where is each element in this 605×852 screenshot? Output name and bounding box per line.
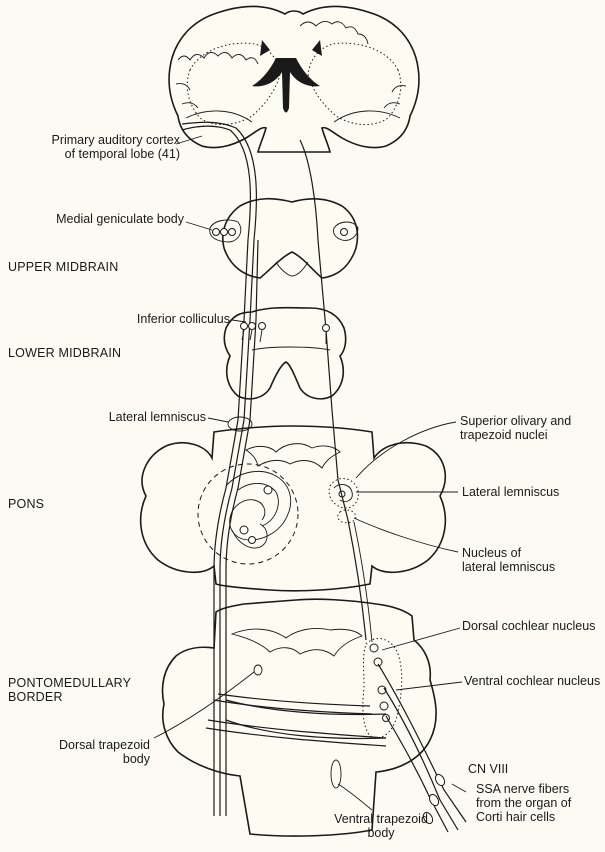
brain-coronal-section xyxy=(168,5,420,153)
label-nucleus-lateral-lemniscus: Nucleus of lateral lemniscus xyxy=(462,546,556,574)
pontomedullary-section xyxy=(161,598,437,837)
label-lateral-lemniscus-left: Lateral lemniscus xyxy=(108,410,206,424)
neuron-cell-bodies xyxy=(209,219,446,825)
label-dorsal-cochlear-nucleus: Dorsal cochlear nucleus xyxy=(462,619,596,633)
label-inferior-colliculus: Inferior colliculus xyxy=(136,312,230,326)
label-medial-geniculate-body: Medial geniculate body xyxy=(56,212,184,226)
label-ventral-trapezoid-body: Ventral trapezoid body xyxy=(334,812,428,840)
label-pons: PONS xyxy=(8,497,45,511)
leader-lines xyxy=(153,135,467,811)
label-lower-midbrain: LOWER MIDBRAIN xyxy=(8,346,122,360)
label-pontomedullary-border: PONTOMEDULLARY BORDER xyxy=(8,676,132,704)
label-superior-olivary-trapezoid-nuclei: Superior olivary and trapezoid nuclei xyxy=(460,414,572,442)
label-ventral-cochlear-nucleus: Ventral cochlear nucleus xyxy=(464,674,601,688)
pons-section xyxy=(139,425,447,592)
label-dorsal-trapezoid-body: Dorsal trapezoid body xyxy=(58,738,150,766)
label-ssa-nerve-fibers: SSA nerve fibers from the organ of Corti… xyxy=(476,782,572,824)
lower-midbrain-section xyxy=(223,306,347,400)
upper-midbrain-section xyxy=(222,197,359,279)
label-primary-auditory-cortex: Primary auditory cortex of temporal lobe… xyxy=(51,133,180,161)
label-lateral-lemniscus-right: Lateral lemniscus xyxy=(462,485,560,499)
label-cn-viii: CN VIII xyxy=(468,762,509,776)
label-upper-midbrain: UPPER MIDBRAIN xyxy=(8,260,119,274)
